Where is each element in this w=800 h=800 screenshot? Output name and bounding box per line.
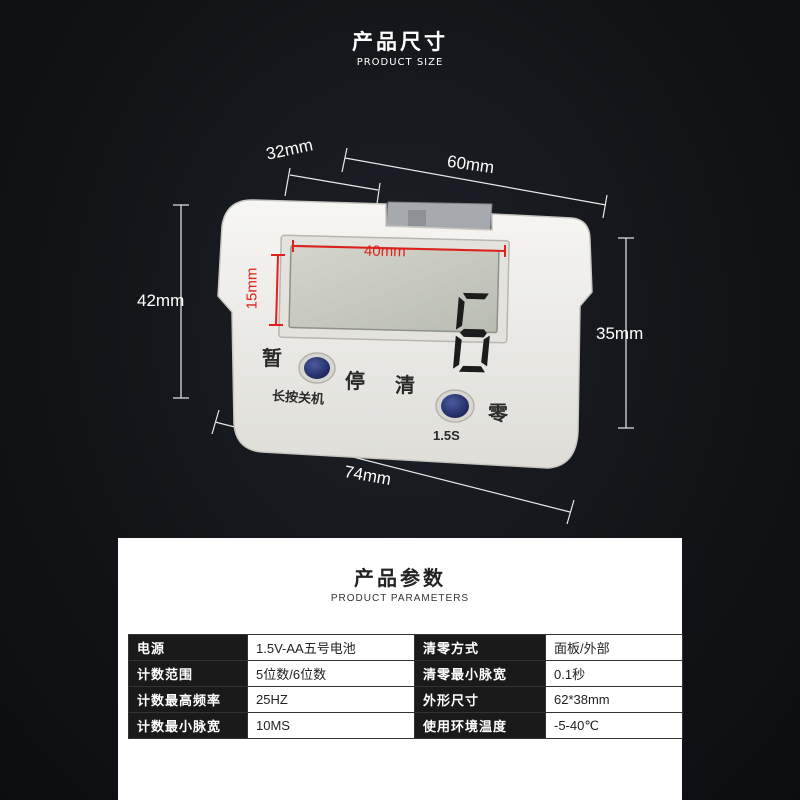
param-key: 使用环境温度 [414, 712, 546, 739]
param-value: 10MS [247, 712, 415, 739]
pause-button[interactable] [304, 357, 330, 379]
param-key: 清零方式 [414, 634, 546, 661]
left-height-label: 42mm [137, 291, 185, 310]
screen-dimension-marks [269, 240, 506, 326]
parameters-title: 产品参数 [354, 566, 446, 590]
parameters-subtitle: PRODUCT PARAMETERS [330, 593, 470, 604]
page-subtitle: PRODUCT SIZE [356, 57, 444, 68]
long-press-label: 长按关机 [272, 388, 325, 408]
mounting-clip [385, 201, 493, 233]
clear-button[interactable] [441, 394, 469, 418]
param-key: 计数范围 [128, 660, 248, 687]
param-key: 清零最小脉宽 [414, 660, 546, 687]
screen-height-label: 15mm [243, 267, 261, 310]
param-key: 电源 [128, 634, 248, 661]
param-value: 1.5V-AA五号电池 [247, 634, 415, 661]
label-ling-char: 零 [487, 401, 509, 425]
parameters-panel: 产品参数 PRODUCT PARAMETERS 电源 1.5V-AA五号电池 清… [118, 538, 683, 800]
label-qing-char: 清 [395, 373, 415, 397]
screen-width-label: 40mm [363, 242, 406, 261]
label-pause-char: 暂 [262, 346, 282, 370]
dimension-lines [173, 147, 634, 525]
param-value: 面板/外部 [545, 634, 683, 661]
device-illustration: 暂 停 清 零 长按关机 1.5S [173, 147, 634, 525]
param-value: 25HZ [247, 686, 415, 713]
page-title: 产品尺寸 [352, 30, 448, 54]
lcd-digit [453, 292, 490, 373]
param-key: 计数最小脉宽 [128, 712, 248, 739]
param-key: 计数最高频率 [128, 686, 248, 713]
param-value: 5位数/6位数 [247, 660, 415, 687]
right-height-label: 35mm [596, 324, 644, 343]
table-row: 计数最高频率 25HZ 外形尺寸 62*38mm [128, 686, 683, 713]
parameters-table: 电源 1.5V-AA五号电池 清零方式 面板/外部 计数范围 5位数/6位数 清… [128, 634, 683, 739]
param-value: -5-40℃ [545, 712, 683, 739]
table-row: 计数范围 5位数/6位数 清零最小脉宽 0.1秒 [128, 660, 683, 687]
table-row: 计数最小脉宽 10MS 使用环境温度 -5-40℃ [128, 712, 683, 739]
table-row: 电源 1.5V-AA五号电池 清零方式 面板/外部 [128, 634, 683, 661]
label-ting-char: 停 [345, 369, 365, 393]
hold-time-label: 1.5S [433, 428, 460, 443]
param-value: 62*38mm [545, 686, 683, 713]
param-key: 外形尺寸 [414, 686, 546, 713]
param-value: 0.1秒 [545, 660, 683, 687]
